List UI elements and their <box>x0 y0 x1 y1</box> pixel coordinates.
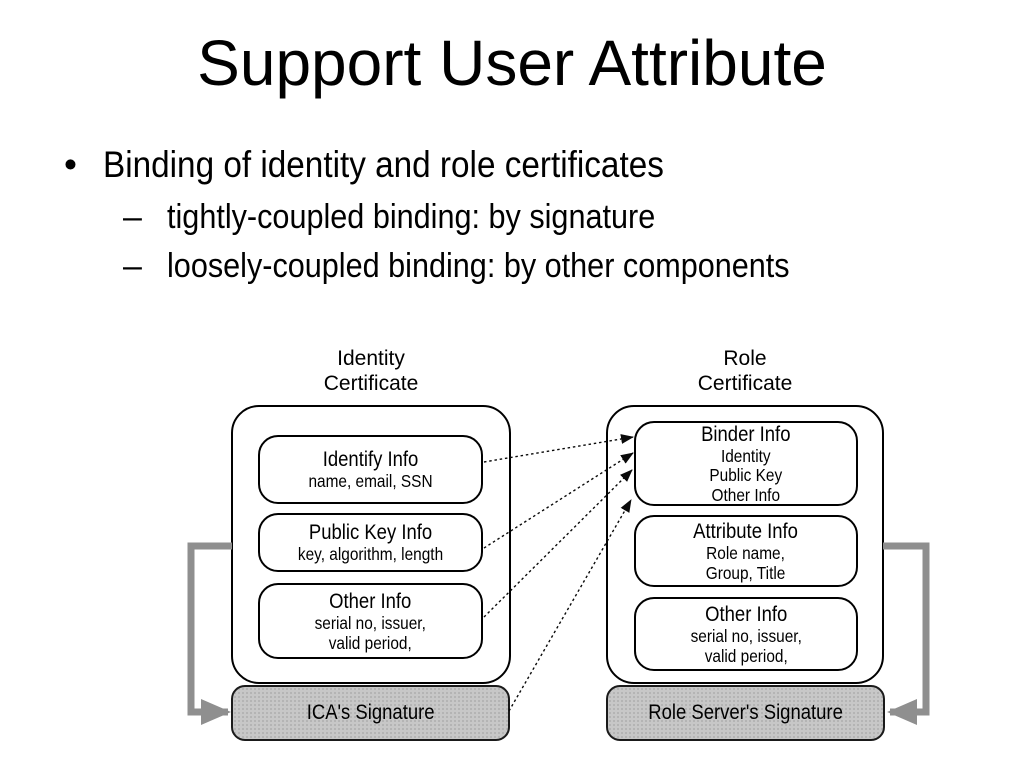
attribute-info-line: Group, Title <box>706 562 786 583</box>
role-other-info-line: valid period, <box>704 645 788 666</box>
identify-info-box: Identify Info name, email, SSN <box>258 435 483 504</box>
ica-signature-box: ICA's Signature <box>231 685 510 741</box>
binder-info-line: Public Key <box>709 465 783 486</box>
identity-other-info-content: Other Info serial no, issuer, valid peri… <box>315 589 426 653</box>
identity-other-info-line: valid period, <box>328 632 413 653</box>
dash-marker: – <box>123 247 142 285</box>
role-certificate-label-line1: Role <box>723 347 767 370</box>
public-key-info-box: Public Key Info key, algorithm, length <box>258 513 483 572</box>
identity-certificate-label-line1: Identity <box>337 347 405 370</box>
role-other-info-box: Other Info serial no, issuer, valid peri… <box>634 597 858 671</box>
attribute-info-title: Attribute Info <box>693 520 799 543</box>
role-certificate-label-line2: Certificate <box>697 372 793 395</box>
attribute-info-line: Role name, <box>706 543 786 563</box>
bullet-text: Binding of identity and role certificate… <box>103 144 664 185</box>
public-key-info-content: Public Key Info key, algorithm, length <box>298 520 443 565</box>
role-server-signature-label: Role Server's Signature <box>648 701 843 724</box>
role-certificate-label: Role Certificate <box>606 346 884 396</box>
identify-info-title: Identify Info <box>322 448 419 472</box>
attribute-info-box: Attribute Info Role name, Group, Title <box>634 515 858 587</box>
binder-info-line: Other Info <box>711 484 781 505</box>
role-server-signing-arrow <box>883 542 930 725</box>
identity-other-info-line: serial no, issuer, <box>314 613 427 633</box>
page-title: Support User Attribute <box>197 27 827 99</box>
role-other-info-title: Other Info <box>704 603 788 626</box>
bullet-dot-marker: • <box>64 144 77 185</box>
identity-certificate-label: Identity Certificate <box>231 346 511 396</box>
identity-other-info-title: Other Info <box>329 590 412 613</box>
public-key-info-line: key, algorithm, length <box>297 544 444 565</box>
identify-info-line: name, email, SSN <box>308 471 433 492</box>
role-other-info-content: Other Info serial no, issuer, valid peri… <box>690 602 801 666</box>
binder-info-box: Binder Info Identity Public Key Other In… <box>634 421 858 506</box>
binder-info-title: Binder Info <box>701 422 791 446</box>
identify-info-content: Identify Info name, email, SSN <box>308 447 432 492</box>
role-server-signature-box: Role Server's Signature <box>606 685 885 741</box>
identity-certificate-label-line2: Certificate <box>323 372 419 395</box>
binder-info-content: Binder Info Identity Public Key Other In… <box>701 422 790 506</box>
sub-bullet-text: loosely-coupled binding: by other compon… <box>167 247 790 285</box>
ica-signature-label: ICA's Signature <box>306 701 435 724</box>
sub-bullet-text: tightly-coupled binding: by signature <box>167 198 656 236</box>
attribute-info-content: Attribute Info Role name, Group, Title <box>694 519 799 583</box>
public-key-info-title: Public Key Info <box>308 521 433 545</box>
ica-signing-arrow <box>187 542 232 725</box>
identity-other-info-box: Other Info serial no, issuer, valid peri… <box>258 583 483 659</box>
dash-marker: – <box>123 198 142 236</box>
binder-info-line: Identity <box>721 445 771 466</box>
role-other-info-line: serial no, issuer, <box>690 626 802 646</box>
